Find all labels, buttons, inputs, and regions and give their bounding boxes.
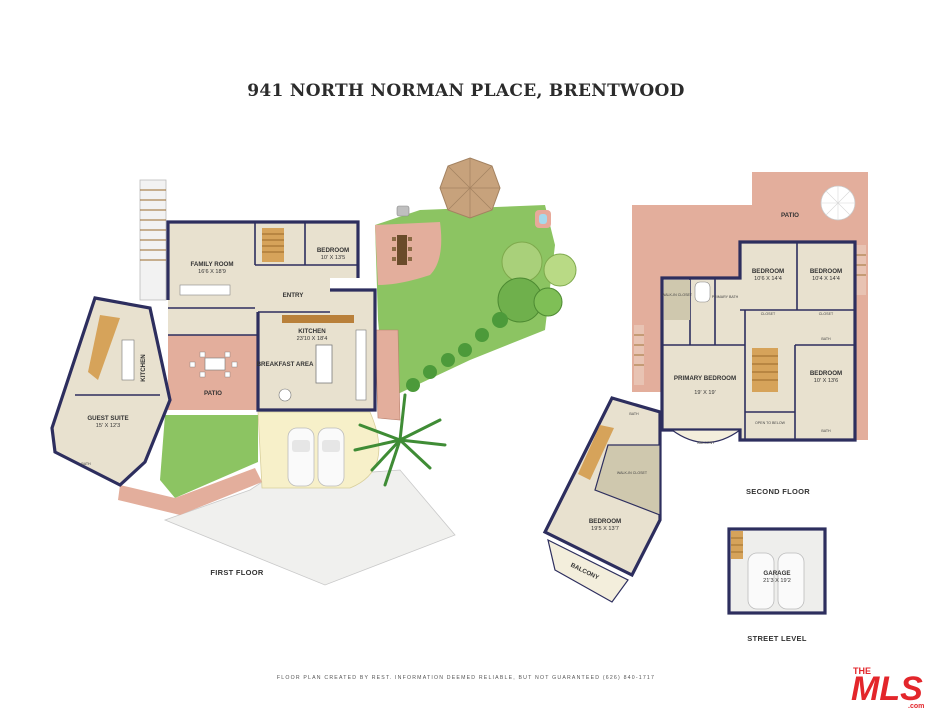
bedroom-b-dim: 10'4 X 14'4 [812, 276, 840, 282]
car-icon [287, 427, 345, 487]
dining-patio [375, 222, 442, 285]
primary-bath-label: PRIMARY BATH [712, 295, 739, 299]
main-house-walls [166, 220, 360, 300]
kitchen-counter [282, 315, 354, 323]
street-level-plan: GARAGE 21'3 X 19'2 STREET LEVEL [727, 527, 827, 643]
svg-text:THE: THE [853, 666, 871, 676]
walkin-closet-1-label: WALK-IN CLOSET [662, 293, 693, 297]
second-floor-label: SECOND FLOOR [746, 487, 810, 496]
bathtub-icon [694, 281, 711, 303]
bedroom-a-label: BEDROOM [752, 268, 784, 275]
first-floor-patio [168, 335, 258, 410]
plan-title: 941 NORTH NORMAN PLACE, BRENTWOOD [247, 81, 684, 101]
garage-floor [729, 529, 825, 613]
side-lawn [160, 415, 258, 498]
bath-4-label: BATH [81, 462, 91, 466]
grill-icon [396, 205, 410, 217]
primary-balcony [670, 429, 742, 443]
second-floor-stairs [752, 348, 778, 392]
closet-2-label: CLOSET [819, 312, 834, 316]
walkin-closet-2-label: WALK-IN CLOSET [617, 471, 648, 475]
guest-kitchen-label: KITCHEN [140, 354, 147, 382]
bedroom-d-label: BEDROOM [589, 518, 621, 525]
guest-suite-label: GUEST SUITE [87, 415, 128, 422]
guest-suite-dim: 15' X 12'3 [96, 423, 121, 429]
guest-wing-walls [50, 296, 172, 487]
bedroom-first-dim: 10' X 13'5 [321, 255, 346, 261]
kitchen-main-dim: 23'10 X 18'4 [297, 336, 328, 342]
garage-label: GARAGE [763, 570, 790, 577]
brick-steps [374, 329, 401, 421]
tree-icon [406, 241, 577, 392]
bedroom-first-label: BEDROOM [317, 247, 349, 254]
primary-dim: 19' X 19' [694, 390, 715, 396]
patio-first-label: PATIO [204, 390, 222, 397]
garage-car-icon [747, 552, 805, 610]
first-floor-label: FIRST FLOOR [210, 568, 264, 577]
bedroom-a-dim: 10'6 X 14'4 [754, 276, 782, 282]
kitchen-island [315, 344, 333, 384]
bath-3-label: BATH [629, 412, 639, 416]
patio-table-icon [189, 351, 238, 378]
breakfast-table-icon [278, 388, 292, 402]
patio-stairs [634, 245, 866, 385]
kitchen-main-label: KITCHEN [298, 328, 326, 335]
open-to-below-label: OPEN TO BELOW [755, 421, 786, 425]
street-level-label: STREET LEVEL [747, 634, 807, 643]
breakfast-label: BREAKFAST AREA [257, 361, 314, 368]
bath-2-label: BATH [821, 429, 831, 433]
palm-icon [353, 393, 447, 487]
first-floor-plan: FAMILY ROOM 16'6 X 18'9 BEDROOM 10' X 13… [50, 157, 577, 586]
bedroom-c-dim: 10' X 13'6 [814, 378, 839, 384]
wing-stairs [578, 425, 614, 480]
mls-logo: THE MLS .com [851, 666, 924, 710]
bedroom-wing-walls [542, 396, 662, 578]
bath-1-label: BATH [821, 337, 831, 341]
guest-stairs [88, 315, 120, 380]
exterior-stairs [139, 179, 167, 301]
balcony-deck [547, 538, 629, 603]
entry-label: ENTRY [283, 292, 305, 299]
guest-wing-floor [52, 298, 170, 485]
second-floor-plan: PATIO BEDROOM 10'6 X 14'4 BEDROOM 10'4 X… [81, 172, 868, 603]
closet-1-label: CLOSET [761, 312, 776, 316]
bedroom-d-dim: 19'5 X 13'7 [591, 526, 619, 532]
family-room-dim: 16'6 X 18'9 [198, 269, 226, 275]
footer-disclaimer: FLOOR PLAN CREATED BY REST. INFORMATION … [277, 675, 655, 681]
second-floor-patio [632, 172, 868, 440]
bedroom-b-label: BEDROOM [810, 268, 842, 275]
svg-text:MLS: MLS [851, 670, 923, 708]
walkin-closet-area [664, 280, 690, 320]
garage-stairs [731, 531, 743, 559]
family-room-label: FAMILY ROOM [191, 261, 234, 268]
umbrella-icon [439, 157, 501, 219]
walkin-closet-wing [594, 444, 661, 516]
garage-walls [727, 527, 827, 615]
bedroom-c-label: BEDROOM [810, 370, 842, 377]
primary-label: PRIMARY BEDROOM [674, 375, 736, 382]
garage-dim: 21'3 X 19'2 [763, 578, 791, 584]
sofa-icon [179, 284, 231, 296]
side-steps [118, 468, 262, 515]
outdoor-dining-table-icon [392, 235, 412, 265]
driveway [163, 469, 456, 586]
interior-stairs [262, 228, 284, 262]
patio-umbrella-icon [820, 185, 856, 221]
balcony-small-label: BALCONY [697, 441, 715, 445]
patio-second-label: PATIO [781, 212, 799, 219]
svg-text:.com: .com [908, 703, 924, 710]
